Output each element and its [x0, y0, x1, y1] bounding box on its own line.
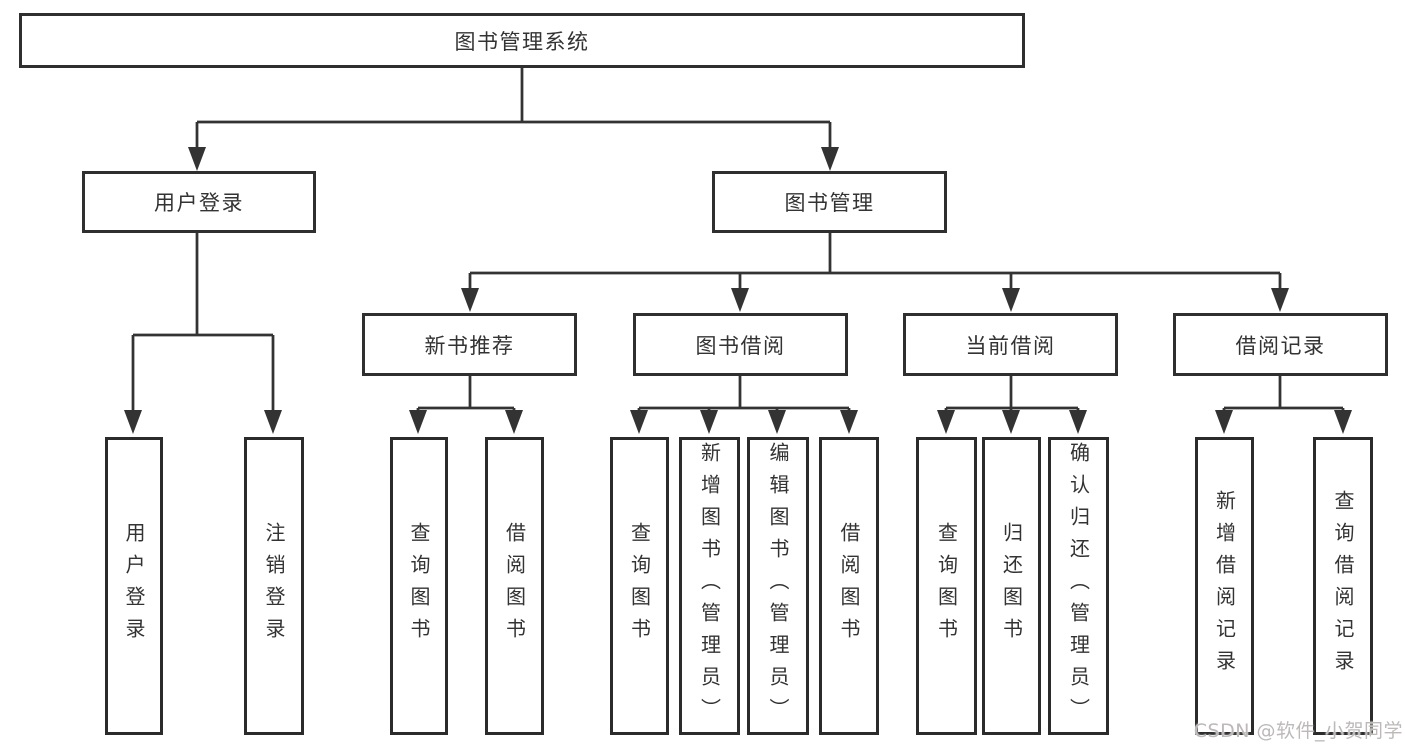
arrowhead-icon: [700, 410, 718, 434]
leaf-borrow-borrow-books-label: 借阅图书: [837, 522, 861, 650]
arrowhead-icon: [768, 410, 786, 434]
leaf-newbook-query-books-label: 查询图书: [407, 522, 431, 650]
node-current-borrow-label: 当前借阅: [965, 333, 1056, 358]
node-borrow-records: 借阅记录: [1173, 313, 1388, 376]
node-new-book-recommend: 新书推荐: [362, 313, 577, 376]
arrowhead-icon: [1002, 410, 1020, 434]
arrowhead-icon: [1002, 288, 1020, 312]
watermark: CSDN @软件_小贺同学: [1193, 720, 1403, 742]
leaf-logout: 注销登录: [244, 437, 304, 735]
leaf-newbook-borrow-books: 借阅图书: [485, 437, 544, 735]
leaf-borrow-query-books: 查询图书: [610, 437, 669, 735]
leaf-borrow-edit-books-admin: 编辑图书（管理员）: [747, 437, 809, 735]
leaf-borrow-edit-books-admin-label: 编辑图书（管理员）: [766, 442, 790, 730]
leaf-records-query-borrow-record-label: 查询借阅记录: [1331, 490, 1355, 682]
arrowhead-icon: [188, 147, 206, 171]
leaf-current-confirm-return-admin: 确认归还（管理员）: [1048, 437, 1109, 735]
leaf-current-query-books-label: 查询图书: [934, 522, 959, 650]
arrowhead-icon: [461, 288, 479, 312]
arrowhead-icon: [1334, 410, 1352, 434]
node-user-login: 用户登录: [82, 171, 316, 233]
node-book-management-label: 图书管理: [784, 191, 875, 215]
leaf-borrow-query-books-label: 查询图书: [627, 522, 652, 650]
node-book-borrow-label: 图书借阅: [695, 333, 786, 358]
leaf-borrow-add-books-admin-label: 新增图书（管理员）: [697, 442, 722, 730]
arrowhead-icon: [1271, 288, 1289, 312]
arrowhead-icon: [731, 288, 749, 312]
leaf-user-login-label: 用户登录: [122, 522, 146, 650]
arrowhead-icon: [937, 410, 955, 434]
arrowhead-icon: [505, 410, 523, 434]
arrowhead-icon: [409, 410, 427, 434]
node-book-management: 图书管理: [712, 171, 947, 233]
leaf-newbook-borrow-books-label: 借阅图书: [502, 522, 527, 650]
leaf-user-login: 用户登录: [105, 437, 163, 735]
leaf-logout-label: 注销登录: [262, 522, 286, 650]
node-root-label: 图书管理系统: [454, 29, 590, 54]
arrowhead-icon: [1215, 410, 1233, 434]
node-borrow-records-label: 借阅记录: [1235, 333, 1326, 358]
leaf-current-confirm-return-admin-label: 确认归还（管理员）: [1066, 442, 1091, 730]
leaf-current-return-books: 归还图书: [982, 437, 1041, 735]
node-root: 图书管理系统: [19, 13, 1025, 68]
node-book-borrow: 图书借阅: [633, 313, 848, 376]
arrowhead-icon: [630, 410, 648, 434]
leaf-borrow-borrow-books: 借阅图书: [819, 437, 879, 735]
leaf-records-query-borrow-record: 查询借阅记录: [1313, 437, 1373, 735]
arrowhead-icon: [124, 410, 142, 434]
node-current-borrow: 当前借阅: [903, 313, 1118, 376]
arrowhead-icon: [264, 410, 282, 434]
leaf-current-query-books: 查询图书: [916, 437, 977, 735]
node-new-book-recommend-label: 新书推荐: [424, 333, 515, 358]
node-user-login-label: 用户登录: [154, 191, 244, 215]
leaf-current-return-books-label: 归还图书: [999, 522, 1024, 650]
leaf-records-add-borrow-record-label: 新增借阅记录: [1212, 490, 1237, 682]
leaf-borrow-add-books-admin: 新增图书（管理员）: [679, 437, 740, 735]
arrowhead-icon: [821, 147, 839, 171]
arrowhead-icon: [840, 410, 858, 434]
leaf-records-add-borrow-record: 新增借阅记录: [1195, 437, 1254, 735]
arrowhead-icon: [1069, 410, 1087, 434]
leaf-newbook-query-books: 查询图书: [390, 437, 448, 735]
